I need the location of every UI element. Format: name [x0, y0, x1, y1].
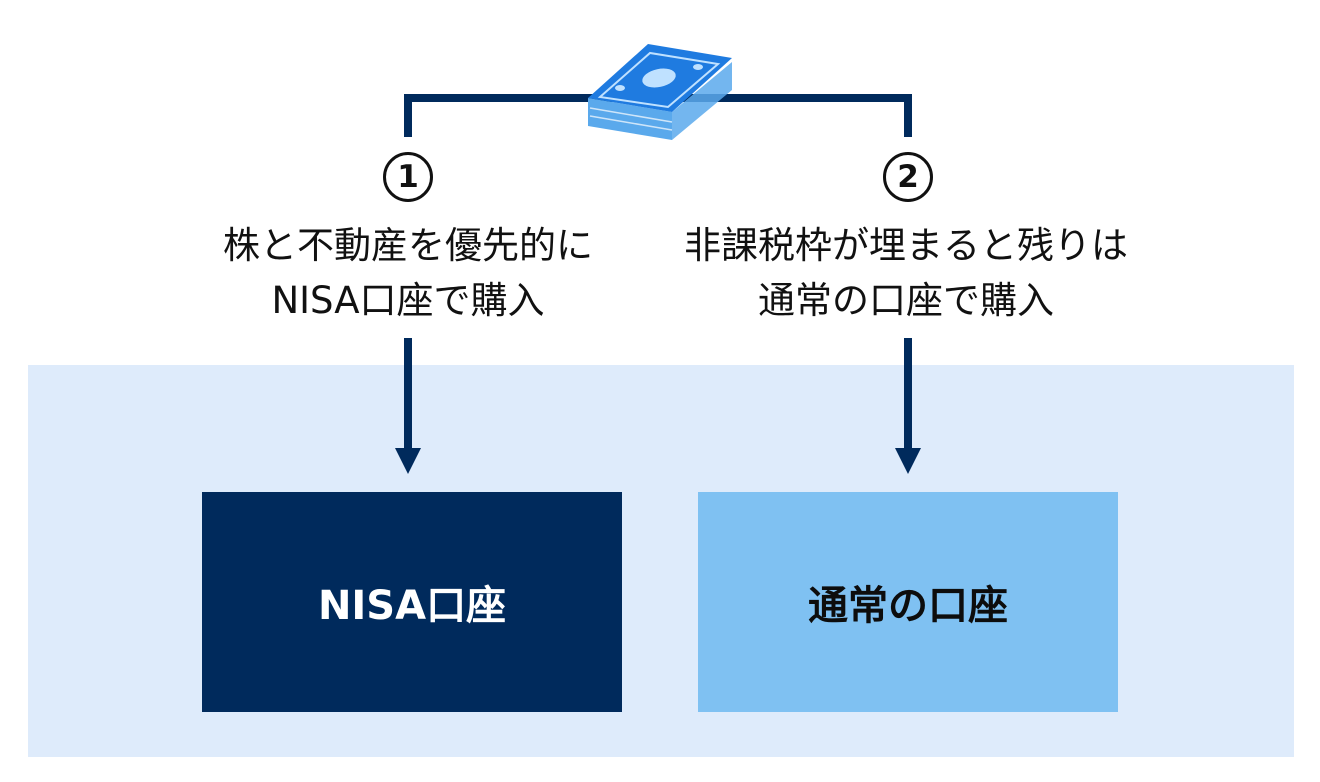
arrow-head-2 [895, 448, 921, 474]
nisa-account-label: NISA口座 [317, 583, 507, 629]
nisa-account-box: NISA口座 [202, 492, 622, 712]
step-number-2: 2 [883, 152, 933, 202]
regular-account-box: 通常の口座 [698, 492, 1118, 712]
step-1-line-2: NISA口座で購入 [271, 279, 545, 322]
regular-account-label: 通常の口座 [808, 583, 1008, 629]
step-2-line-2: 通常の口座で購入 [758, 279, 1054, 322]
arrow-head-1 [395, 448, 421, 474]
step-number-1: 1 [383, 152, 433, 202]
step-description-2: 非課税枠が埋まると残りは 通常の口座で購入 [646, 218, 1166, 328]
money-stack-icon [588, 44, 732, 140]
step-1-line-1: 株と不動産を優先的に [223, 224, 593, 267]
step-description-1: 株と不動産を優先的に NISA口座で購入 [148, 218, 668, 328]
step-2-line-1: 非課税枠が埋まると残りは [684, 224, 1128, 267]
